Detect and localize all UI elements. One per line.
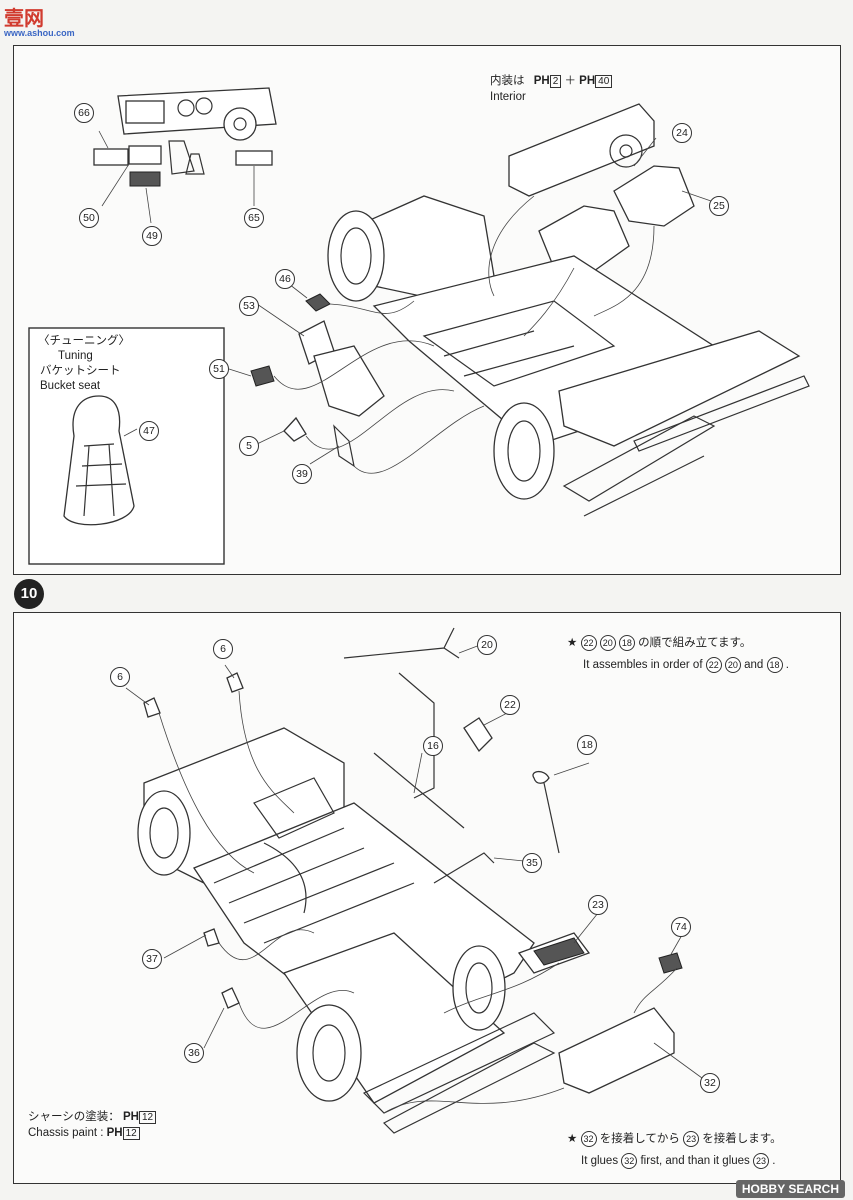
glue-order-note-en: It glues 32 first, and than it glues 23 … [581, 1153, 775, 1169]
part-number-inline: 32 [580, 1131, 597, 1147]
part-number: 49 [142, 226, 162, 246]
part-number: 23 [588, 895, 608, 915]
part-number: 50 [79, 208, 99, 228]
tuning-box [28, 327, 225, 565]
glue-note-en-mid: first, and than it glues [640, 1155, 750, 1167]
part-number: 65 [244, 208, 264, 228]
tuning-item-en: Bucket seat [40, 380, 101, 392]
interior-label-jp: 内装は [490, 75, 525, 87]
part-number: 35 [522, 853, 542, 873]
part-number: 66 [74, 103, 94, 123]
part-number: 37 [142, 949, 162, 969]
paint-code: PH [122, 1111, 139, 1123]
part-number-inline: 18 [618, 635, 635, 651]
part-number-inline: 18 [766, 657, 783, 673]
interior-assembly-drawing [28, 87, 810, 565]
plus-sign: ＋ [564, 75, 576, 87]
assembly-order-en-prefix: It assembles in order of [583, 659, 703, 671]
part-number: 36 [184, 1043, 204, 1063]
glue-note-en-prefix: It glues [581, 1155, 619, 1167]
paint-code-number: 12 [122, 1127, 140, 1140]
part-number-inline: 23 [683, 1131, 700, 1147]
step-number-badge: 10 [14, 579, 44, 609]
paint-code-number: 12 [138, 1111, 157, 1124]
part-number-inline: 20 [724, 657, 741, 673]
part-number-inline: 20 [599, 635, 616, 651]
part-number-inline: 23 [753, 1153, 769, 1169]
part-number: 24 [672, 123, 692, 143]
site-watermark-brand: 壹网 [4, 8, 44, 30]
dashboard-detail-illustration [117, 87, 277, 175]
part-number: 39 [292, 464, 312, 484]
paint-code-number: 40 [595, 75, 613, 88]
tuning-title-en: Tuning [58, 350, 93, 362]
paint-code: PH [106, 1127, 123, 1139]
glue-note-jp-mid: を接着してから [599, 1133, 680, 1145]
part-number: 32 [700, 1073, 720, 1093]
part-number: 22 [500, 695, 520, 715]
paint-code-number: 2 [549, 75, 562, 88]
part-number: 18 [577, 735, 597, 755]
part-number-inline: 32 [621, 1153, 638, 1169]
part-number: 53 [239, 296, 259, 316]
part-number-inline: 22 [705, 657, 722, 673]
tuning-title-jp: 〈チューニング〉 [38, 335, 130, 347]
part-number: 74 [671, 917, 691, 937]
interior-label-en: Interior [490, 91, 526, 103]
chassis-illustration [137, 727, 556, 1134]
assembly-order-and: and [744, 659, 764, 671]
part-number: 47 [139, 421, 159, 441]
interior-chassis-illustration [327, 195, 810, 517]
assembly-order-note-en: It assembles in order of 22 20 and 18 . [583, 657, 789, 673]
site-watermark-logo: 壹网 www.ashou.com [4, 2, 75, 38]
part-number: 6 [110, 667, 130, 687]
star-mark: ★ [567, 637, 578, 649]
glue-order-note-jp: ★ 32 を接着してから 23 を接着します。 [567, 1131, 782, 1147]
chassis-step-panel: 6 6 20 22 16 18 35 23 74 37 36 32 ★ 22 2… [13, 612, 841, 1184]
part-number: 6 [213, 639, 233, 659]
hobby-search-watermark: HOBBY SEARCH [735, 1180, 845, 1198]
part-number: 51 [209, 359, 229, 379]
chassis-paint-en-label: Chassis paint : [28, 1127, 104, 1139]
site-watermark-url: www.ashou.com [4, 28, 75, 38]
paint-code: PH [579, 75, 596, 87]
paint-code: PH [533, 75, 550, 87]
part-number: 25 [709, 196, 729, 216]
part-number: 20 [477, 635, 497, 655]
chassis-assembly-drawing [125, 627, 703, 1134]
glue-note-en-end: . [772, 1155, 776, 1167]
interior-step-panel: 66 50 49 65 24 25 46 53 51 5 39 47 内装は P… [13, 45, 841, 575]
part-number: 5 [239, 436, 259, 456]
part-number: 16 [423, 736, 443, 756]
assembly-order-suffix: の順で組み立てます。 [638, 637, 752, 649]
assembly-order-note-jp: ★ 22 20 18 の順で組み立てます。 [567, 635, 751, 651]
part-number-inline: 22 [580, 635, 597, 651]
glue-note-jp-end: を接着します。 [702, 1133, 782, 1145]
tuning-item-jp: バケットシート [40, 365, 121, 377]
assembly-order-period: . [785, 659, 789, 671]
part-number: 46 [275, 269, 295, 289]
star-mark: ★ [567, 1133, 578, 1145]
chassis-paint-jp-label: シャーシの塗装： [28, 1111, 120, 1123]
